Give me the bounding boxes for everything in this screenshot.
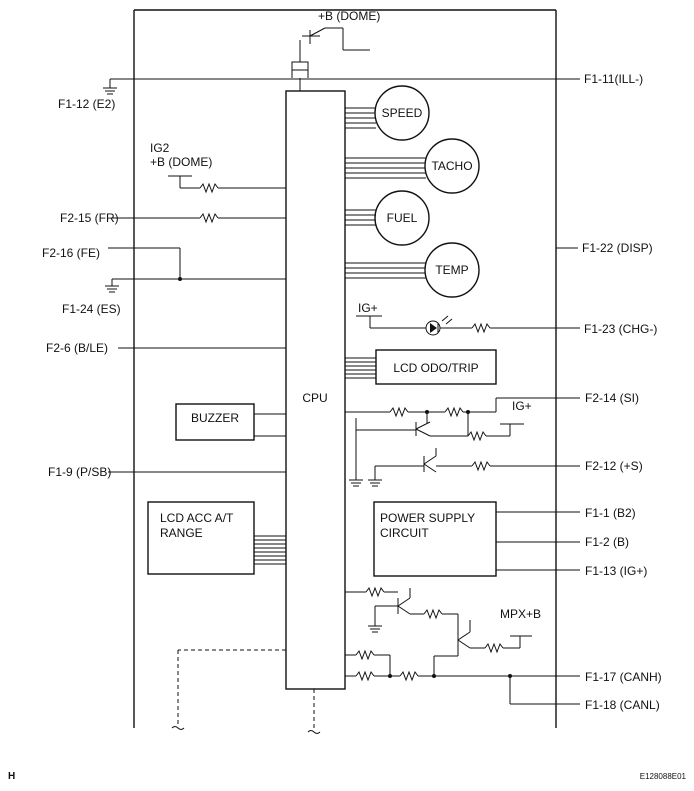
dashed-connections — [171, 649, 321, 734]
speed-label: SPEED — [382, 106, 423, 120]
cpu-label: CPU — [302, 391, 327, 405]
canl-label: F1-18 (CANL) — [585, 698, 660, 712]
psu-label-1: POWER SUPPLY — [380, 511, 475, 525]
figure-id: E128088E01 — [640, 772, 687, 781]
buzzer-block — [175, 403, 255, 441]
lcd-odo-trip-block — [375, 349, 497, 385]
e2-ground-icon — [103, 79, 117, 95]
lcd-acc-label-1: LCD ACC A/T — [160, 511, 234, 525]
fuel-label: FUEL — [387, 211, 418, 225]
buzzer-label: BUZZER — [191, 411, 239, 425]
ill-label: F1-11(ILL-) — [584, 72, 643, 86]
lcd-acc-bus — [254, 535, 286, 565]
plus-s-label: F2-12 (+S) — [585, 459, 643, 473]
b2-label: F1-1 (B2) — [585, 506, 636, 520]
dome-left-resistor-line — [168, 175, 286, 194]
dome-left-label: +B (DOME) — [150, 155, 212, 169]
fe-label: F2-16 (FE) — [42, 246, 100, 260]
dome-transistor — [291, 27, 370, 91]
tacho-label: TACHO — [431, 159, 472, 173]
plus-s-circuit — [368, 448, 580, 487]
lcd-odo-label: LCD ODO/TRIP — [393, 361, 478, 375]
ig-plus-label: IG+ — [358, 301, 378, 315]
temp-label: TEMP — [435, 263, 468, 277]
psb-label: F1-9 (P/SB) — [48, 465, 111, 479]
lcd-acc-label-2: RANGE — [160, 526, 203, 540]
b-label: F1-2 (B) — [585, 535, 629, 549]
dome-top-label: +B (DOME) — [318, 9, 380, 23]
fuel-gauge — [345, 190, 430, 246]
can-circuit — [345, 586, 580, 705]
speed-gauge — [345, 85, 430, 141]
es-ground-icon — [105, 279, 119, 293]
lcd-acc-block — [147, 501, 255, 575]
es-label: F1-24 (ES) — [62, 302, 121, 316]
cpu-block — [285, 90, 346, 690]
canh-label: F1-17 (CANH) — [585, 670, 662, 684]
charge-lamp-circuit — [356, 315, 580, 336]
temp-gauge — [345, 242, 480, 298]
fr-line — [112, 212, 286, 224]
ig-plus-3-label: F1-13 (IG+) — [585, 564, 647, 578]
lcd-odo-bus — [345, 357, 376, 379]
tacho-gauge — [345, 138, 480, 194]
power-supply-block — [373, 501, 497, 577]
e2-label: F1-12 (E2) — [58, 97, 115, 111]
ble-label: F2-6 (B/LE) — [46, 341, 108, 355]
mpx-label: MPX+B — [500, 607, 541, 621]
ig2-label: IG2 — [150, 141, 170, 155]
corner-letter: H — [8, 771, 15, 782]
fe-line — [108, 247, 286, 281]
psu-label-2: CIRCUIT — [380, 526, 429, 540]
disp-label: F1-22 (DISP) — [582, 241, 653, 255]
fr-label: F2-15 (FR) — [60, 211, 119, 225]
si-label: F2-14 (SI) — [585, 391, 639, 405]
chg-label: F1-23 (CHG-) — [584, 322, 657, 336]
si-circuit — [345, 397, 580, 487]
ig-plus-2-label: IG+ — [512, 399, 532, 413]
